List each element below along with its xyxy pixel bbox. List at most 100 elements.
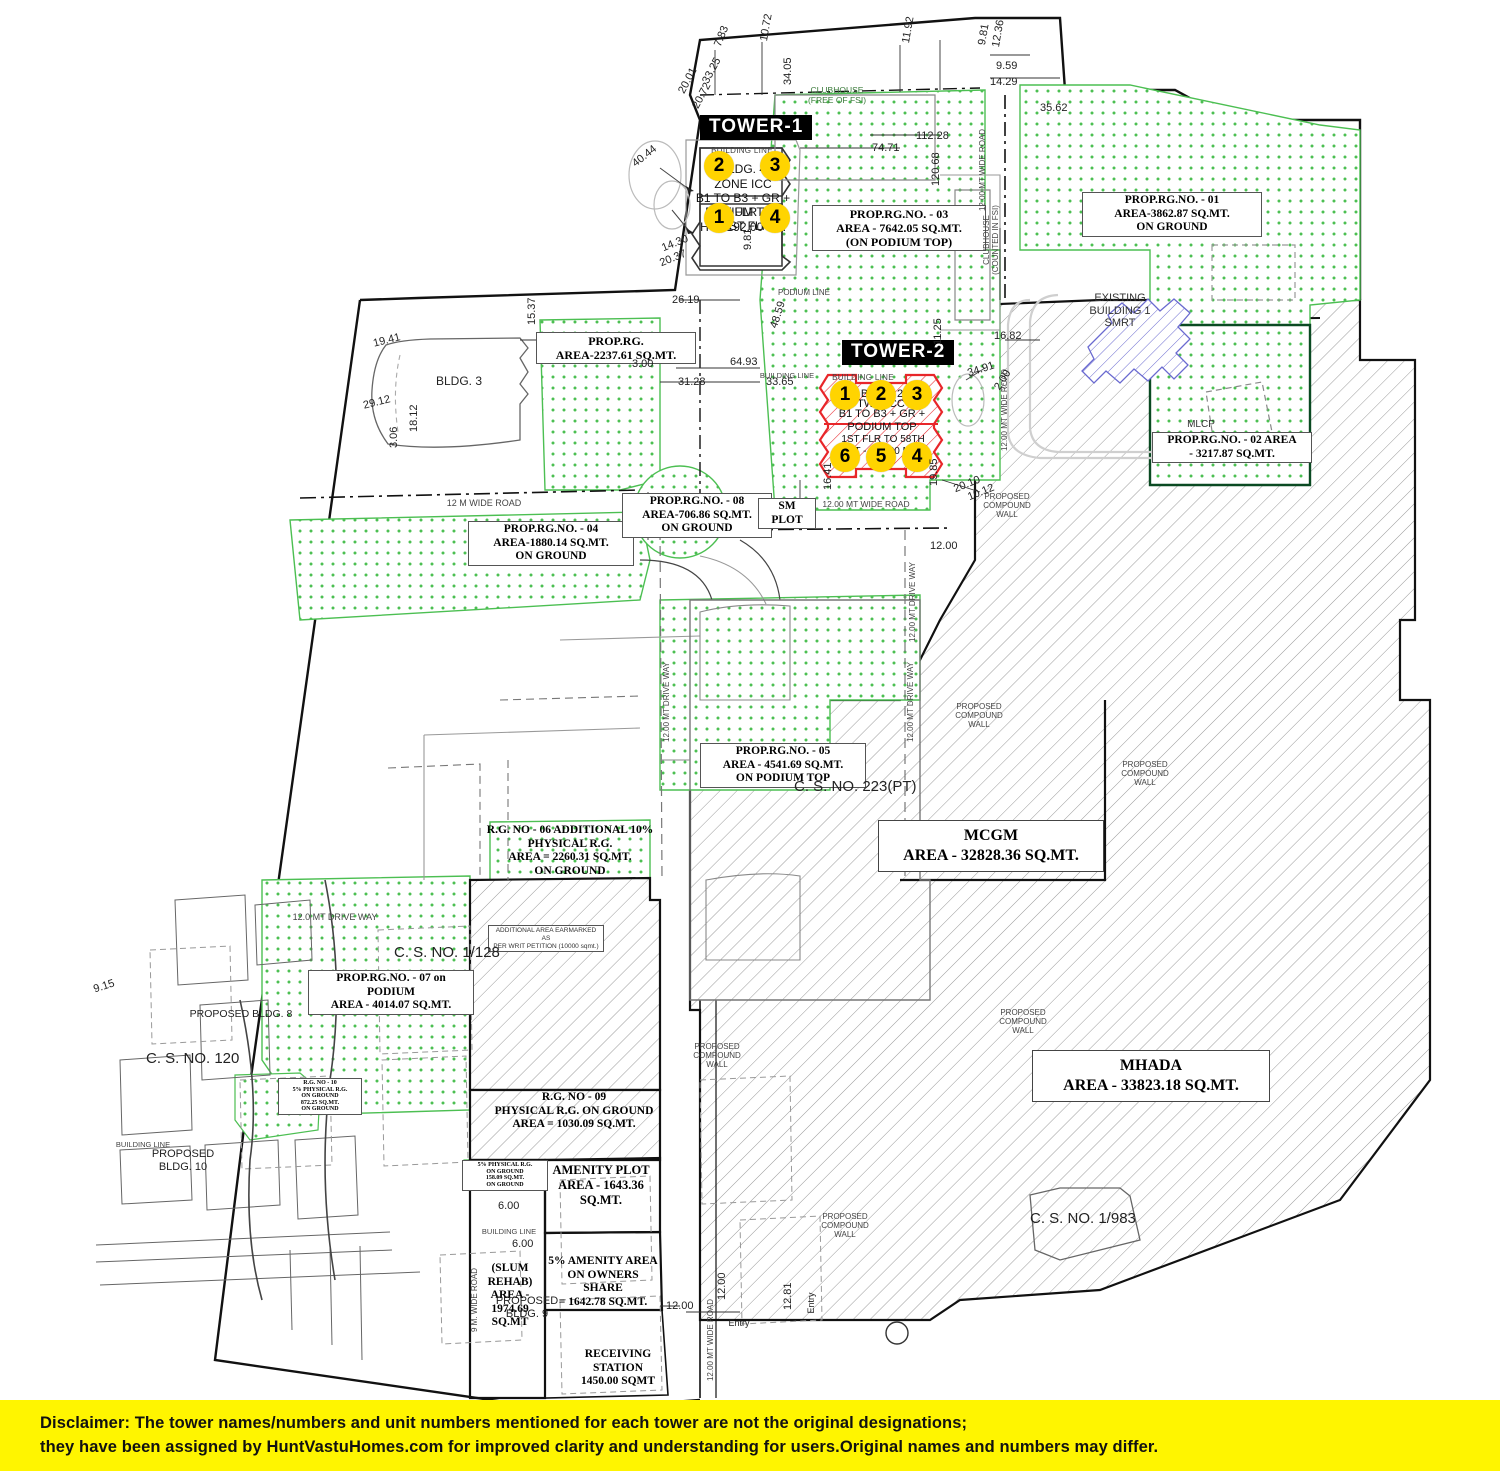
rg-label-02: PROP.RG.NO. - 02 AREA - 3217.87 SQ.MT. [1152,432,1312,464]
tower-1-building-line-label: BUILDING LINE [711,146,773,155]
driveway-label-b: 12.00 MT DRIVE WAY [906,662,915,742]
writ-petition-label: ADDITIONAL AREA EARMARKED AS PER WRIT PE… [488,925,604,953]
dimension-12-00-a: 12.00 [930,540,958,552]
driveway-label-c: 12.00 MT DRIVE WAY [908,562,917,642]
road-label-12m-left: 12 M WIDE ROAD [446,498,522,508]
dimension-19-85: 19.85 [928,458,940,486]
dimension-9-59: 9.59 [996,60,1018,72]
dimension-6-00-a: 6.00 [498,1200,520,1212]
tower-1-name-plate: TOWER-1 [700,115,813,140]
proposed-bldg-8-label: PROPOSED BLDG. 8 [189,1008,293,1020]
dimension-12-00-c: 12.00 [666,1300,694,1312]
site-plan-drawing: TOWER-1 TOWER-2 BUILDING LINE BLDG. 4 ZO… [92,13,1432,1400]
dimension-120-68: 120.68 [930,152,942,186]
building-line-label-slum: BUILDING LINE [481,1227,537,1236]
dimension-31-28: 31.28 [678,376,706,388]
tower-2-building-line-label: BUILDING LINE [832,373,894,382]
dimension-16-82: 16.82 [994,330,1022,342]
slum-rehab-label: (SLUM REHAB) AREA - 1974.69 SQ.MT [487,1262,533,1329]
entry-label-2: Entry [806,1292,816,1314]
rg-label-07: PROP.RG.NO. - 07 on PODIUM AREA - 4014.0… [308,970,474,1015]
dimension-112-28: 112.28 [916,130,949,142]
dimension-14-29: 14.29 [990,76,1018,88]
sm-plot-label: SM PLOT [758,498,816,530]
tower-1-unit-marker-2[interactable]: 2 [704,151,734,181]
road-label-9m: 9 M. WIDE ROAD [470,1268,479,1333]
rg-label-01: PROP.RG.NO. - 01 AREA-3862.87 SQ.MT. ON … [1082,192,1262,237]
tower-1-desc-line2: ZONE ICC [714,177,772,191]
dimension-12-00-b: 12.00 [716,1272,728,1300]
disclaimer-line-1: The tower names/numbers and unit numbers… [130,1413,968,1432]
compound-wall-label-4: PROPOSED COMPOUND WALL [693,1042,741,1070]
mcgm-area-box: MCGM AREA - 32828.36 SQ.MT. [878,820,1104,872]
cs-number-223: C. S. NO. 223(PT) [794,778,917,795]
compound-wall-label-5: PROPOSED COMPOUND WALL [821,1212,869,1240]
disclaimer-line-2: they have been assigned by HuntVastuHome… [40,1437,1159,1456]
dimension-11-25: 11.25 [932,318,944,345]
dimension-35-62: 35.62 [1040,102,1068,114]
compound-wall-label-1: PROPOSED COMPOUND WALL [983,492,1031,520]
amenity-5pct-label: 5% AMENITY AREA ON OWNERS SHARE = 1642.7… [548,1255,658,1308]
tower-2-unit-marker-6[interactable]: 6 [830,442,860,472]
mhada-area-box: MHADA AREA - 33823.18 SQ.MT. [1032,1050,1270,1102]
amenity-plot-label: AMENITY PLOT AREA - 1643.36 SQ.MT. [552,1163,650,1207]
proposed-bldg-9-label: PROPOSED BLDG. 9 [495,1295,559,1320]
dimension-34-05: 34.05 [782,57,794,85]
driveway-label-d: 12.0 MT DRIVE WAY [292,912,378,922]
tower-2-unit-marker-3[interactable]: 3 [902,380,932,410]
dimension-9-81-b: 9.81 [742,228,754,250]
road-label-12m-bottom: 12.00 MT WIDE ROAD [706,1298,715,1382]
tower-2-unit-marker-4[interactable]: 4 [902,442,932,472]
dimension-15-37: 15.37 [526,297,538,325]
bldg-3-label: BLDG. 3 [435,374,483,388]
rg-label-bldg3: PROP.RG. AREA-2237.61 SQ.MT. [536,332,696,365]
dimension-6-00-b: 6.00 [512,1238,534,1250]
dimension-33-65: 33.65 [766,376,794,388]
cs-number-120: C. S. NO. 120 [146,1050,240,1067]
rg-label-06: R.G. NO - 06 ADDITIONAL 10% PHYSICAL R.G… [486,824,654,877]
compound-wall-label-3: PROPOSED COMPOUND WALL [1121,760,1169,788]
podium-line-label: PODIUM LINE [777,288,830,297]
rg-label-08: PROP.RG.NO. - 08 AREA-706.86 SQ.MT. ON G… [622,493,772,538]
dimension-64-93: 64.93 [730,356,758,368]
rg-label-5pct-physical: 5% PHYSICAL R.G. ON GROUND 158.09 SQ.MT.… [462,1160,548,1191]
disclaimer-heading: Disclaimer: [40,1413,131,1432]
tower-1-unit-marker-4[interactable]: 4 [760,203,790,233]
tower-2-unit-marker-5[interactable]: 5 [866,442,896,472]
tower-1-unit-marker-1[interactable]: 1 [704,203,734,233]
disclaimer-banner: Disclaimer: The tower names/numbers and … [0,1400,1500,1471]
dimension-12-81: 12.81 [782,1282,794,1310]
tower-2-name-plate: TOWER-2 [842,340,955,365]
rg-label-04: PROP.RG.NO. - 04 AREA-1880.14 SQ.MT. ON … [468,521,634,566]
dimension-3-00: 3.00 [632,358,654,370]
dimension-74-71: 74.71 [872,142,900,154]
road-label-12m-mid: 12.00 MT WIDE ROAD [822,499,910,509]
cs-number-1-128: C. S. NO. 1/128 [394,944,500,961]
dimension-16-41: 16.41 [822,462,834,490]
disclaimer-text: Disclaimer: The tower names/numbers and … [0,1412,1158,1460]
rg-label-05: PROP.RG.NO. - 05 AREA - 4541.69 SQ.MT. O… [700,743,866,788]
rg-label-10: R.G. NO - 10 5% PHYSICAL R.G. ON GROUND … [278,1078,362,1115]
dimension-18-12: 18.12 [408,404,420,432]
tower-2-unit-marker-2[interactable]: 2 [866,380,896,410]
tower-2-unit-marker-1[interactable]: 1 [830,380,860,410]
compound-wall-label-6: PROPOSED COMPOUND WALL [999,1008,1047,1036]
driveway-label-a: 12.00 MT DRIVE WAY [662,662,671,742]
rg-label-09: R.G. NO - 09 PHYSICAL R.G. ON GROUND ARE… [494,1091,654,1131]
road-label-12m-top: 12.00 MT WIDE ROAD [978,128,987,212]
entry-label-1: Entry [728,1318,750,1328]
existing-building-label: EXISTING BUILDING 1 SMRT [1089,292,1151,330]
tower-2-desc-line3: B1 TO B3 + GR + PODIUM TOP [838,408,926,433]
receiving-station-label: RECEIVING STATION 1450.00 SQMT [580,1348,656,1388]
mlcp-label: MLCP [1187,419,1215,430]
cs-number-1-983: C. S. NO. 1/983 [1030,1210,1136,1227]
dimension-26-19: 26.19 [672,294,700,306]
clubhouse-top-label: CLUBHOUSE (FREE OF FSI) [807,85,867,105]
building-line-label-bottom: BUILDING LINE [115,1140,171,1149]
dimension-3-06: 3.06 [388,426,400,448]
rg-label-03: PROP.RG.NO. - 03 AREA - 7642.05 SQ.MT. (… [812,205,986,252]
proposed-bldg-10-label: PROPOSED BLDG. 10 [151,1148,215,1173]
building-line-label-left: BUILDING LINE [759,371,815,380]
tower-1-unit-marker-3[interactable]: 3 [760,151,790,181]
